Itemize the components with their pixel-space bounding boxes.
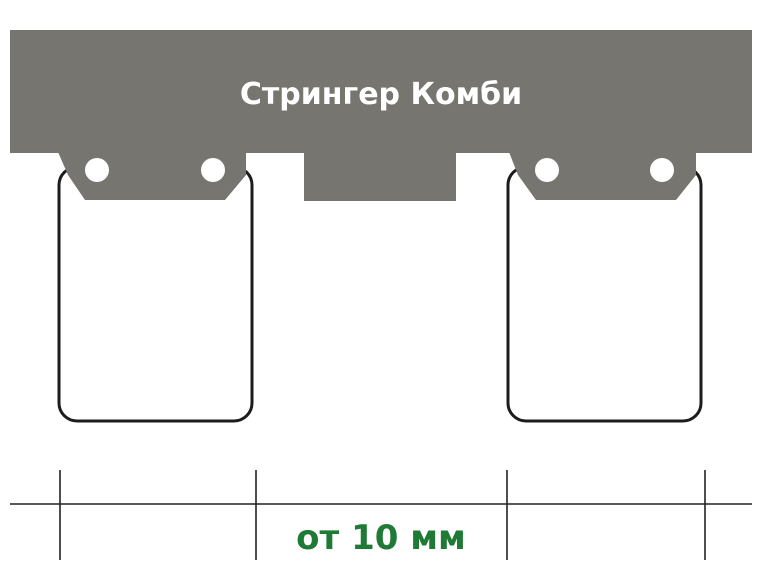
dimension-label: от 10 мм: [296, 518, 466, 558]
stringer-title: Стрингер Комби: [240, 77, 522, 112]
profile-right: [506, 165, 703, 423]
hole-left-2: [201, 158, 225, 182]
hole-right-1: [535, 158, 559, 182]
stringer-body: [10, 30, 752, 201]
hole-right-2: [650, 158, 674, 182]
profile-left: [57, 165, 254, 423]
hole-left-1: [85, 158, 109, 182]
